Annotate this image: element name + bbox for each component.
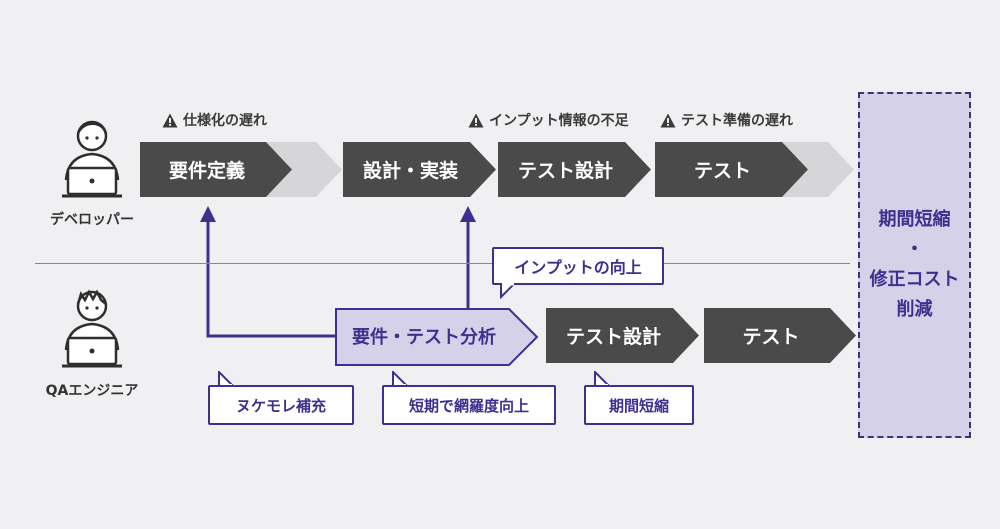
step-requirements-test-analysis: 要件・テスト分析	[352, 327, 496, 348]
step-dev-test-design: テスト設計	[498, 142, 651, 197]
callout-shorten-text: 期間短縮	[608, 396, 669, 415]
callout-fill-gaps: ヌケモレ補充	[208, 385, 354, 425]
warning-test-prep-delay: テスト準備の遅れ	[660, 110, 793, 130]
result-line-fix-cost: 修正コスト	[869, 269, 960, 290]
warning-icon	[468, 113, 484, 127]
result-text: 期間短縮 ・ 修正コスト 削減	[870, 205, 960, 325]
warning-test-prep-text: テスト準備の遅れ	[681, 113, 793, 129]
arrowhead-design	[460, 206, 476, 222]
warning-icon	[660, 113, 676, 127]
warning-icon	[162, 113, 178, 127]
result-line-dot: ・	[905, 239, 924, 260]
developer-person-icon	[62, 120, 122, 198]
developer-label: デベロッパー	[50, 212, 134, 228]
callout-input-text: インプットの向上	[514, 258, 642, 277]
step-dev-test: テスト	[655, 142, 808, 197]
callout-coverage-text: 短期で網羅度向上	[408, 396, 529, 415]
step-design-implementation: 設計・実装	[343, 142, 496, 197]
step-qa-test: テスト	[704, 308, 856, 363]
callout-coverage: 短期で網羅度向上	[382, 385, 556, 425]
warning-input-text: インプット情報の不足	[489, 113, 629, 129]
feedback-line-requirements	[206, 222, 337, 338]
warning-spec-text: 仕様化の遅れ	[183, 113, 267, 129]
step-requirements: 要件定義	[140, 142, 292, 197]
qa-label: QAエンジニア	[45, 383, 139, 399]
step-analysis-shape	[335, 308, 539, 366]
qa-person-icon	[62, 289, 122, 368]
callout-input-improvement: インプットの向上	[492, 247, 664, 285]
step-qa-test-design: テスト設計	[546, 308, 699, 363]
callout-fill-gaps-text: ヌケモレ補充	[235, 396, 326, 415]
warning-input-shortage: インプット情報の不足	[468, 110, 629, 130]
result-line-period: 期間短縮	[878, 209, 951, 230]
arrowhead-requirements	[200, 206, 216, 222]
callout-tail	[500, 283, 517, 299]
result-line-reduction: 削減	[896, 299, 933, 320]
callout-shorten: 期間短縮	[584, 385, 694, 425]
lane-divider	[35, 263, 850, 264]
result-box: 期間短縮 ・ 修正コスト 削減	[858, 92, 971, 438]
warning-spec-delay: 仕様化の遅れ	[162, 110, 267, 130]
